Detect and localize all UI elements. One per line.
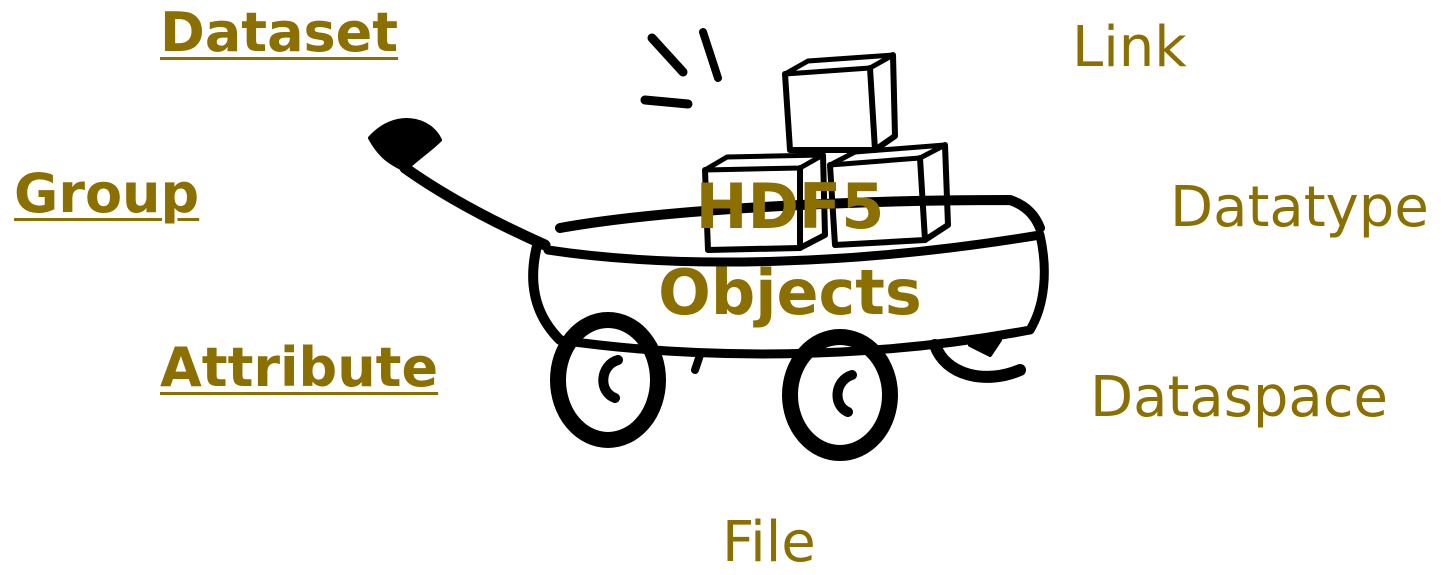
wagon-body (970, 340, 1000, 355)
center-title-hdf5: HDF5 (600, 176, 980, 238)
motion-line (703, 32, 718, 78)
wagon-body (695, 355, 700, 370)
label-link: Link (1072, 20, 1187, 76)
label-dataset[interactable]: Dataset (160, 6, 398, 60)
label-datatype: Datatype (1170, 180, 1429, 236)
wagon-body (533, 242, 560, 340)
box (785, 55, 893, 74)
center-title-objects: Objects (600, 262, 980, 324)
motion-line (645, 100, 688, 104)
wagon-body (1030, 235, 1044, 330)
label-group[interactable]: Group (14, 167, 199, 221)
box (785, 68, 875, 150)
label-dataspace: Dataspace (1090, 370, 1388, 426)
wheel-left (558, 320, 658, 440)
motion-line (652, 38, 683, 72)
box (705, 155, 823, 170)
wagon-handle-shaft (405, 168, 545, 245)
label-attribute[interactable]: Attribute (160, 341, 438, 395)
label-file: File (722, 515, 816, 571)
box (875, 55, 895, 150)
